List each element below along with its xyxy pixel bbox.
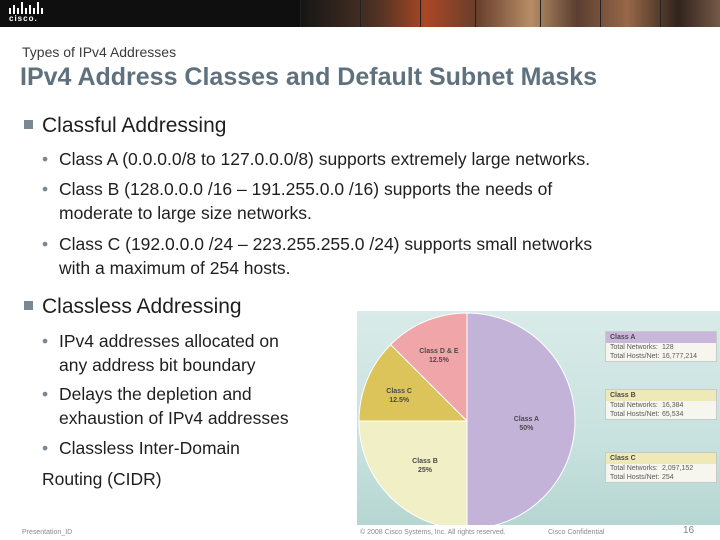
legend-row: Total Hosts/Net:16,777,214 (606, 352, 716, 361)
bullet-classful: Classful Addressing (24, 114, 226, 138)
legend-value: 128 (662, 344, 674, 351)
slide-title: IPv4 Address Classes and Default Subnet … (20, 63, 598, 91)
sub-bullet-text: Class B (128.0.0.0 /16 – 191.255.0.0 /16… (59, 179, 553, 199)
bullet-heading: Classful Addressing (42, 114, 227, 137)
footer-presentation-id: Presentation_ID (22, 529, 73, 536)
address-class-pie-chart: Class A 50% Class B 25% Class C 12.5% Class D … (357, 311, 720, 525)
sub-bullet: • IPv4 addresses allocated on any address… (42, 329, 279, 377)
legend-row: Total Networks: 2,097,152 (606, 464, 716, 473)
pie-slice-percent: 12.5% (389, 397, 410, 404)
legend-key: Total Networks: (610, 344, 658, 351)
pie-slice-label: Class A (514, 416, 539, 423)
sub-bullet-text: with a maximum of 254 hosts. (59, 258, 291, 278)
square-bullet-icon (24, 120, 33, 129)
banner-photo (420, 0, 476, 27)
banner-photo (600, 0, 661, 27)
slide-subtitle: Types of IPv4 Addresses (22, 44, 177, 60)
pie-slice-label: Class D & E (419, 348, 459, 355)
legend-key: Total Hosts/Net: (610, 474, 660, 481)
banner-photo (540, 0, 601, 27)
legend-row: Total Networks: 16,384 (606, 401, 716, 410)
sub-bullet-text: Classless Inter-Domain (59, 438, 240, 458)
legend-value: 16,777,214 (662, 353, 698, 360)
legend-box-class-b: Class B Total Networks: 16,384 Total Host… (605, 389, 717, 420)
legend-box-class-c: Class C Total Networks: 2,097,152 Total H… (605, 452, 717, 483)
dot-bullet-icon: • (42, 438, 49, 458)
legend-box-class-a: Class A Total Networks: 128 Total Hosts/N… (605, 331, 717, 362)
pie-svg: Class A 50% Class B 25% Class C 12.5% Class D … (358, 312, 576, 525)
pie-slice-percent: 25% (418, 467, 433, 474)
dot-bullet-icon: • (42, 149, 49, 169)
legend-value: 65,534 (662, 411, 684, 418)
sub-bullet-text: Class C (192.0.0.0 /24 – 223.255.255.0 /… (59, 234, 593, 254)
sub-bullet-text: moderate to large size networks. (59, 203, 312, 223)
logo-text: cisco. (9, 14, 38, 23)
pie-slice-class-b (358, 420, 468, 525)
bullet-heading: Classless Addressing (42, 295, 242, 318)
bullet-classless: Classless Addressing (24, 295, 242, 319)
sub-bullet: • Delays the depletion and exhaustion of … (42, 382, 289, 430)
banner-photo (475, 0, 541, 27)
page-number: 16 (683, 525, 695, 536)
pie-slice-percent: 50% (519, 425, 534, 432)
legend-box-title: Class B (606, 390, 716, 401)
square-bullet-icon (24, 301, 33, 310)
sub-bullet-text: exhaustion of IPv4 addresses (59, 408, 289, 428)
legend-key: Total Hosts/Net: (610, 353, 660, 360)
banner-photo-strip (300, 0, 720, 27)
dot-bullet-icon: • (42, 384, 49, 404)
footer-copyright: © 2008 Cisco Systems, Inc. All rights re… (360, 529, 506, 536)
sub-bullet-text: IPv4 addresses allocated on (59, 331, 279, 351)
legend-box-title: Class A (606, 332, 716, 343)
banner-photo (360, 0, 421, 27)
sub-bullet: • Class A (0.0.0.0/8 to 127.0.0.0/8) supp… (42, 147, 590, 171)
legend-key: Total Networks: (610, 402, 658, 409)
dot-bullet-icon: • (42, 234, 49, 254)
legend-row: Total Networks: 128 (606, 343, 716, 352)
sub-bullet-text: Delays the depletion and (59, 384, 252, 404)
sub-bullet: • Class B (128.0.0.0 /16 – 191.255.0.0 /1… (42, 177, 552, 225)
legend-box-title: Class C (606, 453, 716, 464)
banner-photo (660, 0, 720, 27)
legend-row: Total Hosts/Net:65,534 (606, 410, 716, 419)
legend-key: Total Hosts/Net: (610, 411, 660, 418)
pie-slice-class-d-e (389, 312, 468, 423)
legend-key: Total Networks: (610, 465, 658, 472)
pie-slice-class-c (358, 343, 469, 422)
sub-bullet-text: any address bit boundary (59, 355, 256, 375)
sub-bullet-text: Class A (0.0.0.0/8 to 127.0.0.0/8) suppo… (59, 149, 591, 169)
sub-bullet-continuation: Routing (CIDR) (42, 469, 162, 489)
dot-bullet-icon: • (42, 331, 49, 351)
legend-value: 16,384 (662, 402, 684, 409)
legend-value: 2,097,152 (662, 465, 694, 472)
footer-confidential: Cisco Confidential (548, 529, 605, 536)
sub-bullet: • Classless Inter-Domain (42, 436, 240, 460)
pie-slice-class-a (466, 312, 576, 525)
pie-slice-label: Class B (412, 458, 438, 465)
pie-slice-percent: 12.5% (429, 357, 450, 364)
banner-photo (300, 0, 361, 27)
dot-bullet-icon: • (42, 179, 49, 199)
legend-value: 254 (662, 474, 674, 481)
legend-row: Total Hosts/Net:254 (606, 473, 716, 482)
top-banner: cisco. (0, 0, 720, 27)
sub-bullet: • Class C (192.0.0.0 /24 – 223.255.255.0 … (42, 232, 592, 280)
cisco-logo: cisco. (8, 2, 44, 24)
pie-slice-label: Class C (386, 388, 412, 395)
